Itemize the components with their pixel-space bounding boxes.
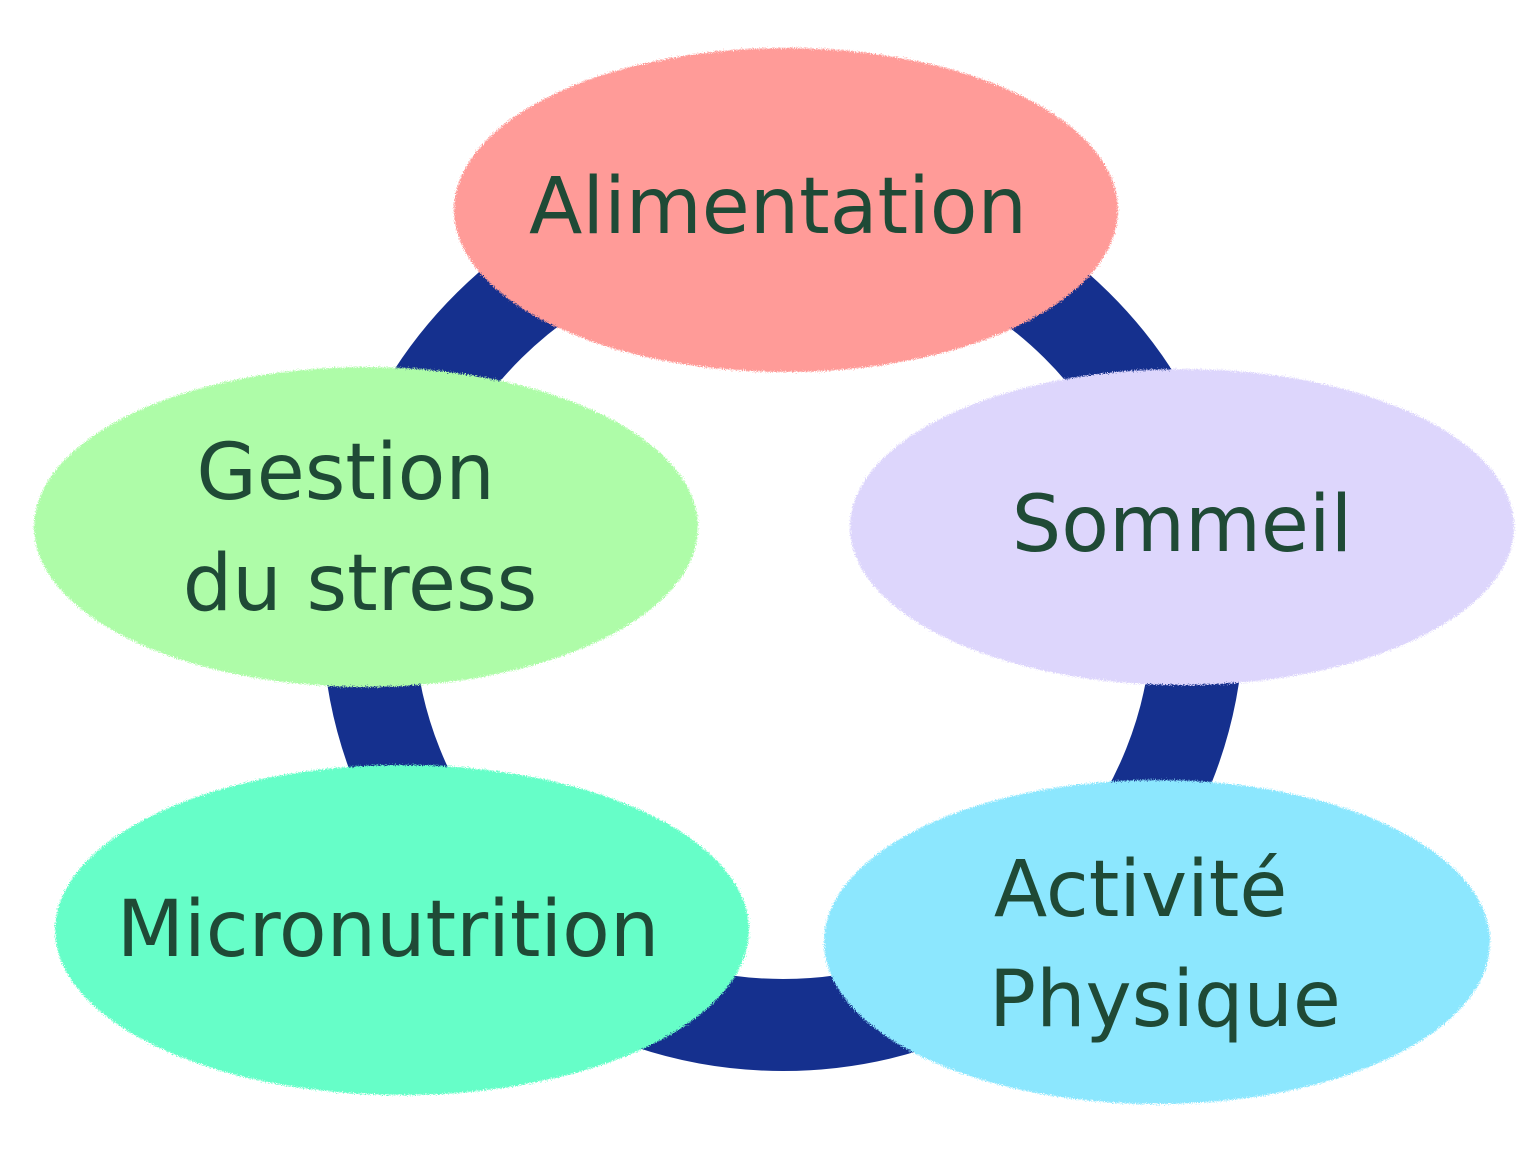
node-gestion-du-stress-ellipse: [34, 367, 698, 687]
node-gestion-du-stress-line-2: du stress: [183, 539, 538, 629]
node-gestion-du-stress: Gestion du stress: [34, 367, 698, 687]
node-gestion-du-stress-line-1: Gestion: [196, 428, 494, 518]
node-activite-physique-ellipse: [824, 780, 1490, 1104]
node-activite-physique-line-2: Physique: [989, 955, 1341, 1045]
node-alimentation-ellipse: [454, 48, 1118, 372]
node-sommeil: Sommeil: [850, 369, 1514, 685]
node-activite-physique-label: Activité Physique: [989, 845, 1341, 1045]
node-alimentation-line-1: Alimentation: [529, 162, 1027, 252]
node-alimentation: Alimentation: [454, 48, 1118, 372]
node-alimentation-label: Alimentation: [529, 162, 1027, 252]
node-activite-physique-line-1: Activité: [994, 845, 1288, 935]
node-micronutrition-ellipse: [55, 765, 749, 1095]
node-gestion-du-stress-label: Gestion du stress: [183, 428, 538, 629]
node-micronutrition-label: Micronutrition: [117, 885, 660, 975]
node-activite-physique: Activité Physique: [824, 780, 1490, 1104]
node-sommeil-line-1: Sommeil: [1012, 480, 1353, 570]
node-micronutrition-line-1: Micronutrition: [117, 885, 660, 975]
node-sommeil-label: Sommeil: [1012, 480, 1353, 570]
node-micronutrition: Micronutrition: [55, 765, 749, 1095]
node-sommeil-ellipse: [850, 369, 1514, 685]
